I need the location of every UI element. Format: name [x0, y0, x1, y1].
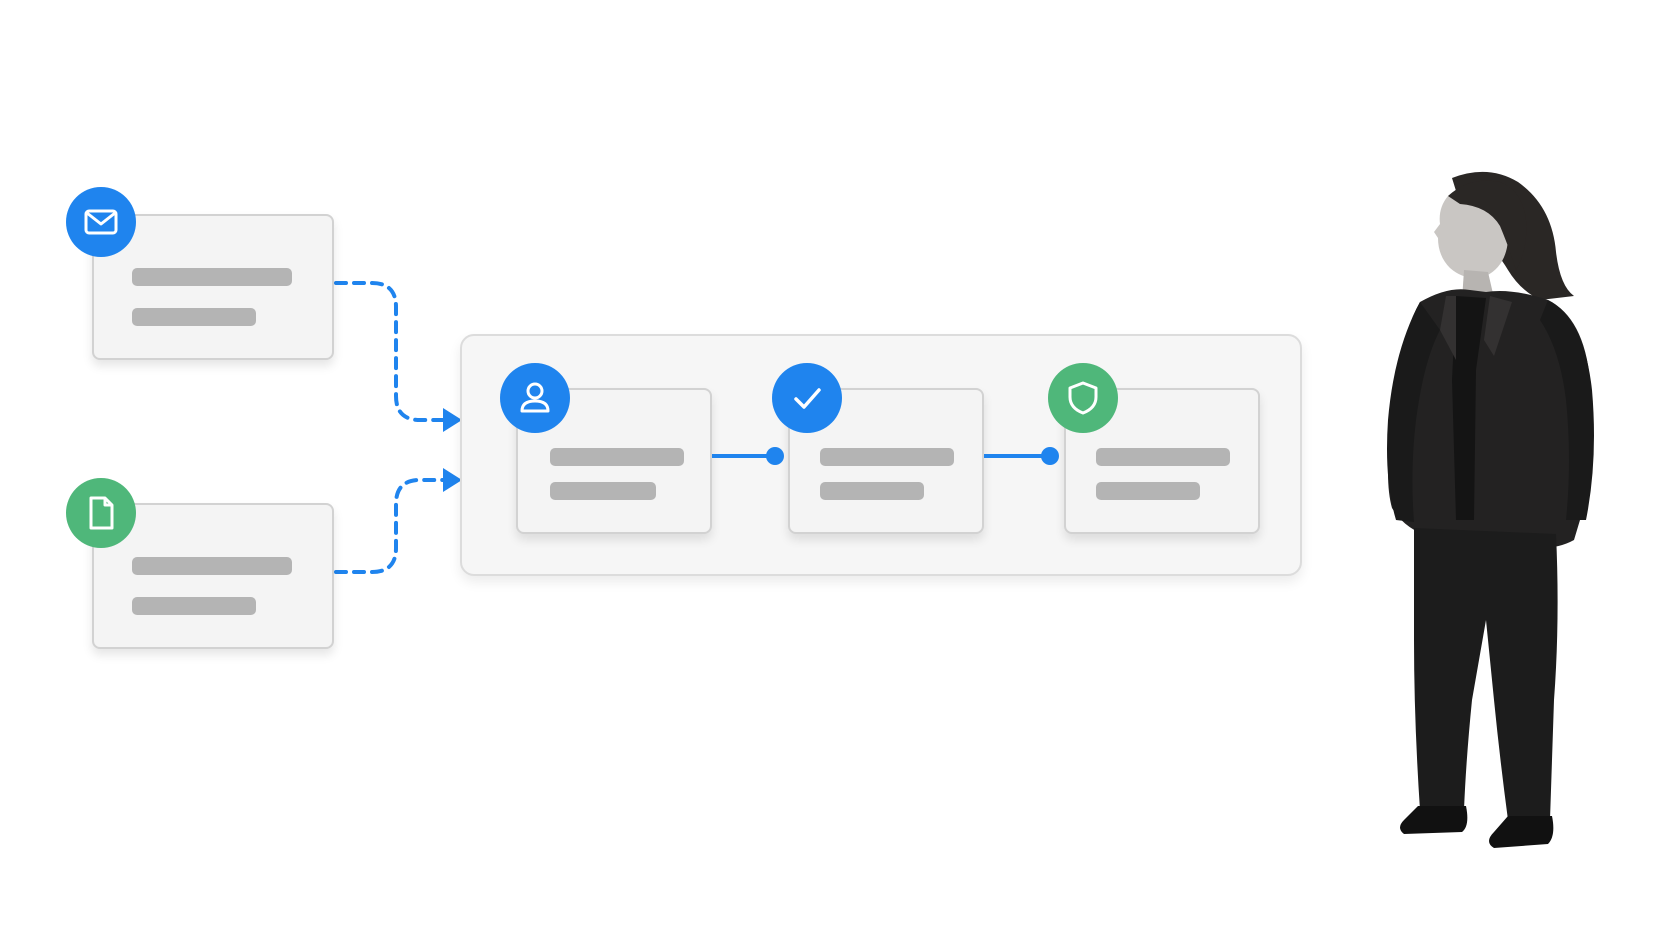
trousers	[1414, 528, 1558, 820]
shoe-left	[1400, 806, 1467, 834]
shoe-right	[1489, 816, 1553, 848]
